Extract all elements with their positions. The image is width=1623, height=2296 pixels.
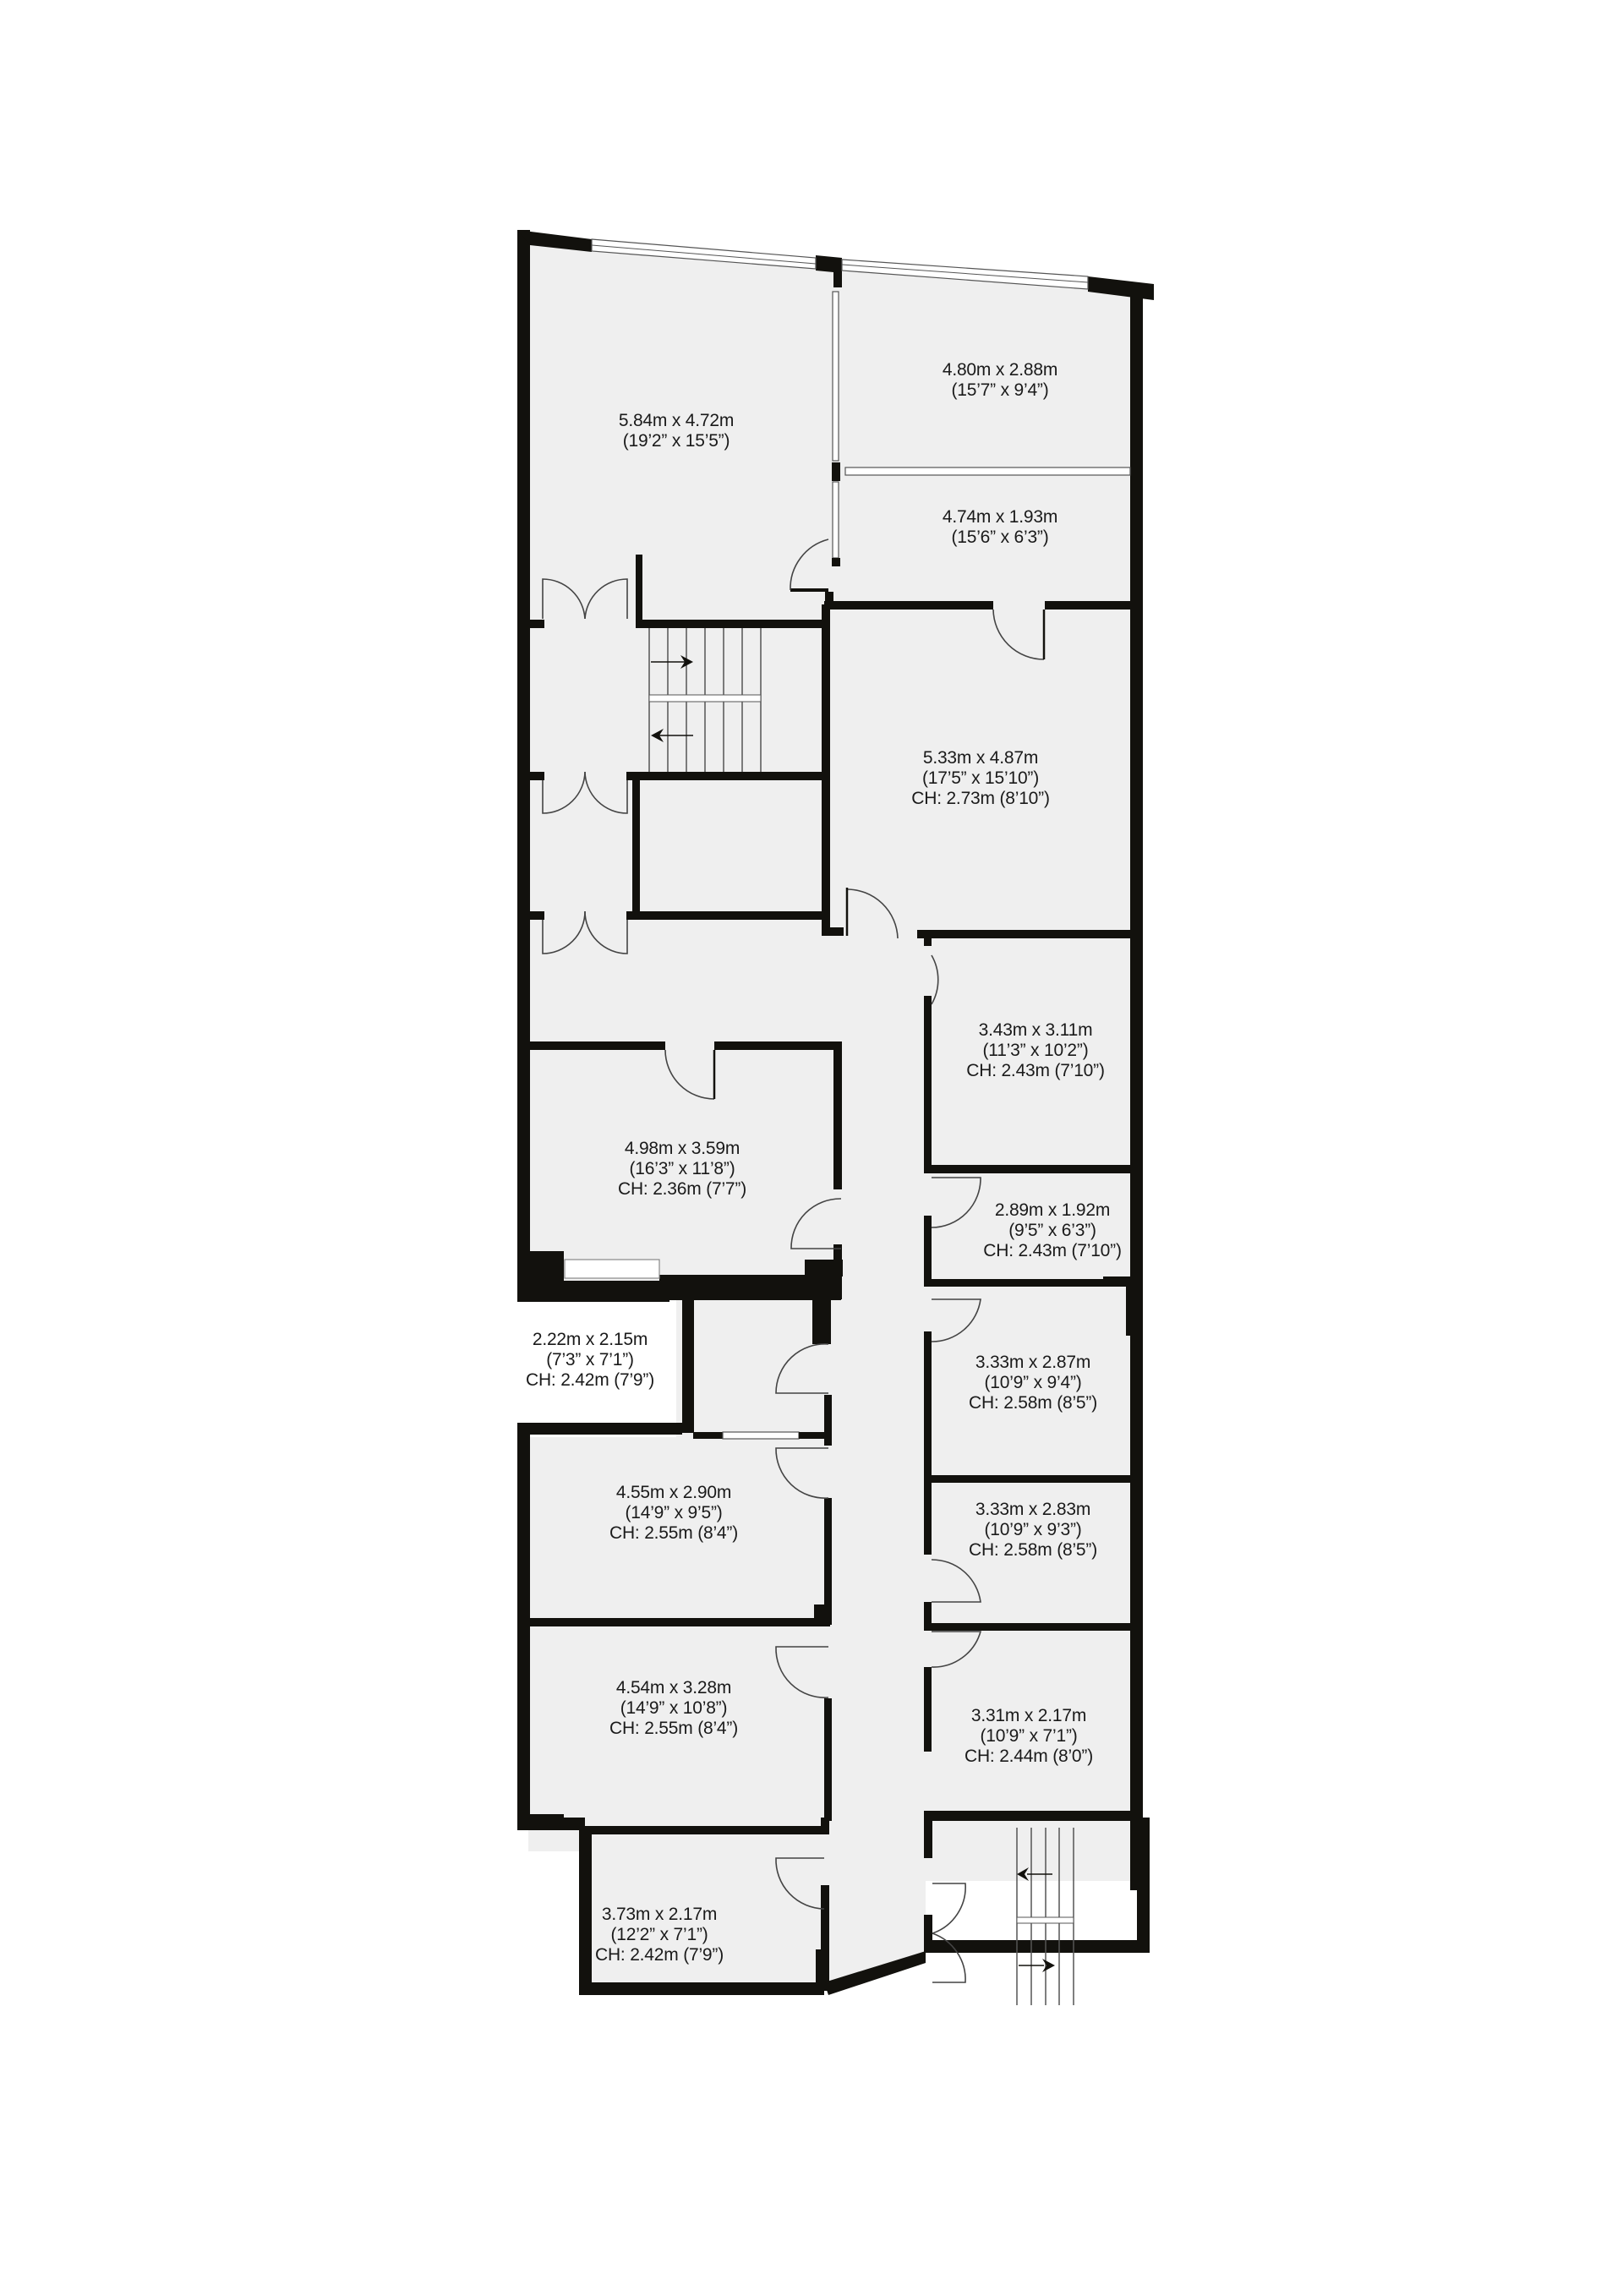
room-dims-imperial: (10’9” x 7’1”) bbox=[980, 1726, 1078, 1746]
room-ceiling-height: CH: 2.44m (8’0”) bbox=[964, 1747, 1094, 1766]
door-arc-icon bbox=[542, 578, 586, 620]
room-ceiling-height: CH: 2.43m (7’10”) bbox=[983, 1241, 1122, 1260]
internal-walls bbox=[517, 291, 1138, 1991]
room-ceiling-height: CH: 2.55m (8’4”) bbox=[609, 1523, 739, 1543]
room-dims-metric: 2.22m x 2.15m bbox=[532, 1330, 648, 1349]
room-label-left-2: 4.55m x 2.90m (14’9” x 9’5”) CH: 2.55m (… bbox=[609, 1483, 738, 1544]
room-dims-metric: 4.54m x 3.28m bbox=[615, 1678, 732, 1697]
room-dims-imperial: (14’9” x 10’8”) bbox=[620, 1698, 728, 1718]
room-dims-imperial: (19’2” x 15’5”) bbox=[622, 431, 730, 451]
room-label-right-1: 3.43m x 3.11m (11’3” x 10’2”) CH: 2.43m … bbox=[966, 1020, 1105, 1081]
room-label-right-2: 2.89m x 1.92m (9’5” x 6’3”) CH: 2.43m (7… bbox=[983, 1200, 1122, 1261]
room-label-large-right: 5.33m x 4.87m (17’5” x 15’10”) CH: 2.73m… bbox=[911, 748, 1050, 809]
room-dims-imperial: (7’3” x 7’1”) bbox=[546, 1350, 634, 1369]
room-dims-metric: 5.84m x 4.72m bbox=[618, 411, 735, 430]
room-dims-imperial: (16’3” x 11’8”) bbox=[629, 1159, 735, 1178]
room-dims-imperial: (15’7” x 9’4”) bbox=[951, 380, 1049, 400]
top-windows bbox=[591, 238, 1089, 290]
room-dims-metric: 3.33m x 2.83m bbox=[975, 1500, 1091, 1519]
room-dims-imperial: (14’9” x 9’5”) bbox=[625, 1503, 723, 1522]
room-label-right-5: 3.31m x 2.17m (10’9” x 7’1”) CH: 2.44m (… bbox=[965, 1706, 1093, 1767]
room-dims-metric: 4.98m x 3.59m bbox=[624, 1139, 740, 1158]
room-dims-imperial: (17’5” x 15’10”) bbox=[921, 768, 1040, 788]
room-label-left-3: 4.54m x 3.28m (14’9” x 10’8”) CH: 2.55m … bbox=[609, 1678, 738, 1739]
room-ceiling-height: CH: 2.36m (7’7”) bbox=[617, 1179, 747, 1199]
room-label-outside-left: 2.22m x 2.15m (7’3” x 7’1”) CH: 2.42m (7… bbox=[526, 1330, 654, 1391]
room-dims-metric: 3.43m x 3.11m bbox=[978, 1020, 1093, 1040]
room-dims-metric: 4.74m x 1.93m bbox=[942, 507, 1058, 527]
room-label-right-4: 3.33m x 2.83m (10’9” x 9’3”) CH: 2.58m (… bbox=[969, 1500, 1097, 1561]
room-dims-imperial: (15’6” x 6’3”) bbox=[951, 528, 1049, 547]
room-ceiling-height: CH: 2.58m (8’5”) bbox=[968, 1393, 1098, 1413]
doors bbox=[542, 538, 1046, 1983]
room-ceiling-height: CH: 2.42m (7’9”) bbox=[525, 1370, 655, 1390]
room-dims-imperial: (10’9” x 9’4”) bbox=[984, 1373, 1082, 1392]
room-label-left-1: 4.98m x 3.59m (16’3” x 11’8”) CH: 2.36m … bbox=[618, 1139, 746, 1200]
room-ceiling-height: CH: 2.42m (7’9”) bbox=[594, 1945, 724, 1965]
outside-area bbox=[507, 1298, 676, 1437]
room-label-front-left: 5.84m x 4.72m (19’2” x 15’5”) bbox=[618, 411, 735, 451]
room-ceiling-height: CH: 2.58m (8’5”) bbox=[968, 1540, 1098, 1560]
staircase-icon bbox=[648, 628, 1074, 2005]
room-dims-metric: 4.80m x 2.88m bbox=[942, 360, 1058, 380]
room-dims-metric: 3.31m x 2.17m bbox=[970, 1706, 1087, 1725]
floor-areas bbox=[528, 241, 1137, 1988]
room-dims-imperial: (12’2” x 7’1”) bbox=[610, 1925, 708, 1944]
room-dims-metric: 4.55m x 2.90m bbox=[615, 1483, 732, 1502]
stairs-bottom bbox=[1016, 1828, 1074, 2005]
stairs-top bbox=[648, 628, 762, 772]
room-label-behind-front-right: 4.74m x 1.93m (15’6” x 6’3”) bbox=[942, 507, 1058, 548]
room-dims-imperial: (9’5” x 6’3”) bbox=[1008, 1221, 1096, 1240]
room-label-left-4: 3.73m x 2.17m (12’2” x 7’1”) CH: 2.42m (… bbox=[595, 1905, 724, 1965]
room-dims-metric: 5.33m x 4.87m bbox=[922, 748, 1039, 768]
room-label-right-3: 3.33m x 2.87m (10’9” x 9’4”) CH: 2.58m (… bbox=[969, 1353, 1097, 1413]
room-label-front-right: 4.80m x 2.88m (15’7” x 9’4”) bbox=[942, 360, 1058, 401]
room-ceiling-height: CH: 2.55m (8’4”) bbox=[609, 1719, 739, 1738]
room-dims-imperial: (11’3” x 10’2”) bbox=[982, 1041, 1089, 1060]
room-ceiling-height: CH: 2.43m (7’10”) bbox=[966, 1061, 1105, 1080]
room-dims-metric: 3.33m x 2.87m bbox=[975, 1353, 1091, 1372]
room-dims-metric: 2.89m x 1.92m bbox=[994, 1200, 1111, 1220]
room-ceiling-height: CH: 2.73m (8’10”) bbox=[911, 789, 1050, 808]
room-dims-imperial: (10’9” x 9’3”) bbox=[984, 1520, 1082, 1539]
room-dims-metric: 3.73m x 2.17m bbox=[601, 1905, 718, 1924]
